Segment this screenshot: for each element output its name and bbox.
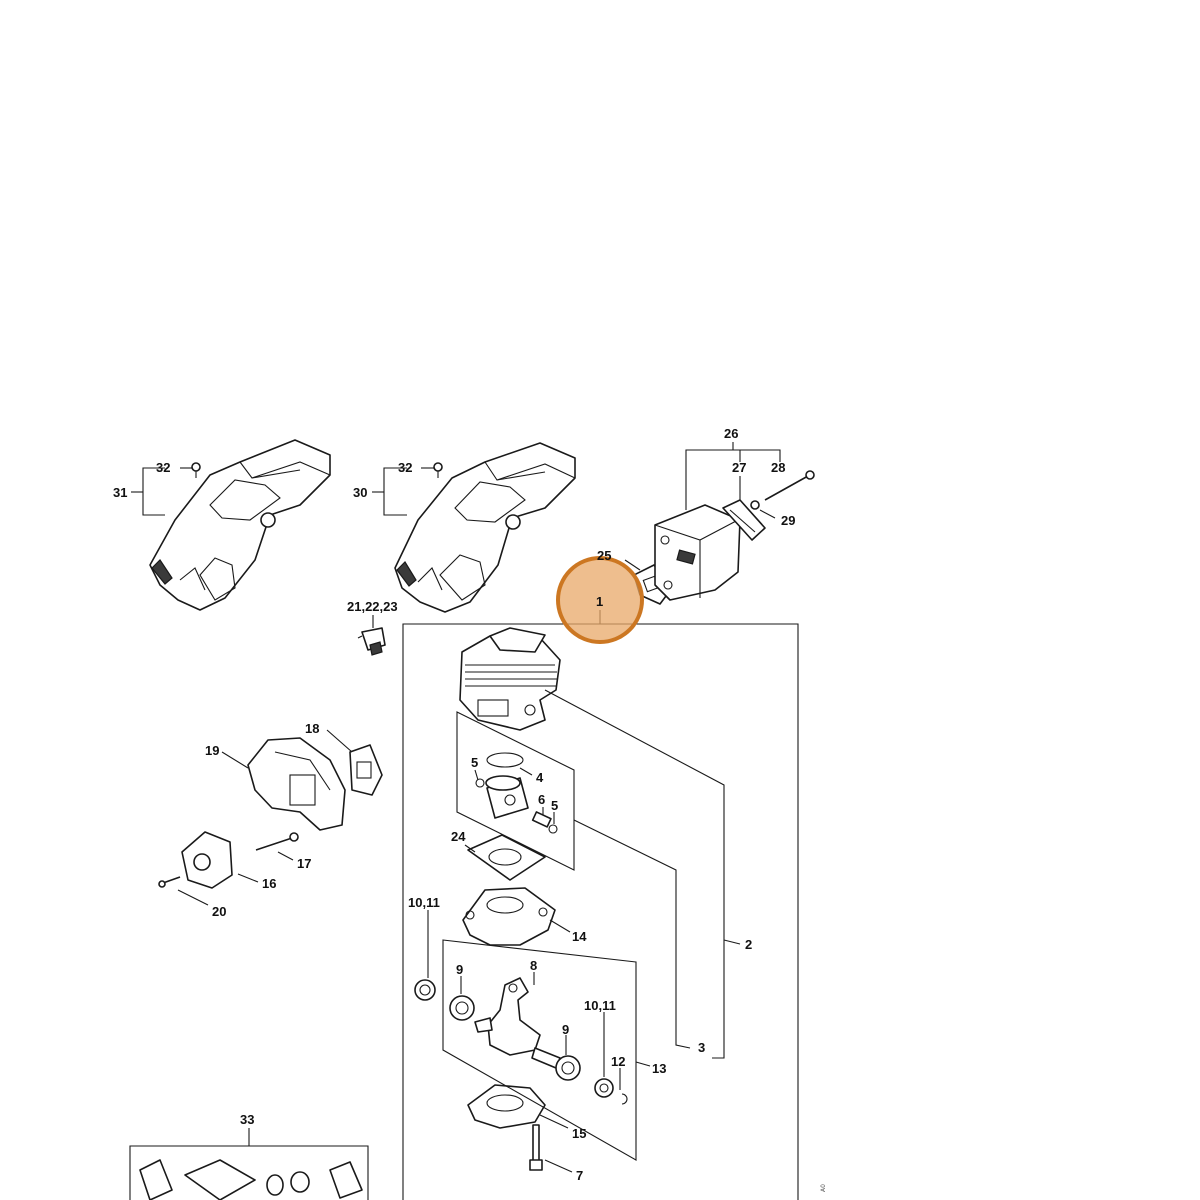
callout-9b[interactable]: 9 xyxy=(562,1022,569,1037)
highlight-marker[interactable] xyxy=(556,556,644,644)
callout-6[interactable]: 6 xyxy=(538,792,545,807)
circlip-part-5b[interactable] xyxy=(548,824,558,834)
bearing-part-9b[interactable] xyxy=(555,1055,581,1081)
callout-5a[interactable]: 5 xyxy=(471,755,478,770)
callout-33[interactable]: 33 xyxy=(240,1112,254,1127)
cylinder-part-2[interactable] xyxy=(459,627,561,731)
piston-ring-part-4[interactable] xyxy=(486,752,524,768)
callout-4[interactable]: 4 xyxy=(536,770,544,785)
shroud-part-30[interactable] xyxy=(394,442,576,613)
screw-part-20[interactable] xyxy=(158,876,181,888)
callout-24[interactable]: 24 xyxy=(451,829,466,844)
baffle-part-19[interactable] xyxy=(247,737,346,831)
callout-32a[interactable]: 32 xyxy=(156,460,170,475)
callout-28[interactable]: 28 xyxy=(771,460,785,475)
callout-29[interactable]: 29 xyxy=(781,513,795,528)
gasket-part-18[interactable] xyxy=(349,744,383,796)
washer-part-29[interactable] xyxy=(750,500,760,510)
callout-17[interactable]: 17 xyxy=(297,856,311,871)
oil-seal-part-10-11b[interactable] xyxy=(594,1078,614,1098)
crankcase-part-14[interactable] xyxy=(462,887,556,946)
bearing-part-9a[interactable] xyxy=(449,995,475,1021)
bolt-part-17[interactable] xyxy=(255,832,299,851)
crankshaft-part-8[interactable] xyxy=(474,977,561,1069)
oil-seal-part-10-11a[interactable] xyxy=(414,979,436,1001)
callout-32b[interactable]: 32 xyxy=(398,460,412,475)
screw-part-32a[interactable] xyxy=(191,462,201,478)
callout-27[interactable]: 27 xyxy=(732,460,746,475)
callout-12[interactable]: 12 xyxy=(611,1054,625,1069)
callout-5b[interactable]: 5 xyxy=(551,798,558,813)
screw-part-32b[interactable] xyxy=(433,462,443,478)
intake-flange-part-16[interactable] xyxy=(181,831,233,889)
callout-10-11a[interactable]: 10,11 xyxy=(408,895,440,910)
callout-15[interactable]: 15 xyxy=(572,1126,586,1141)
callout-1[interactable]: 1 xyxy=(596,594,603,609)
callout-13[interactable]: 13 xyxy=(652,1061,666,1076)
callout-18[interactable]: 18 xyxy=(305,721,319,736)
callout-10-11b[interactable]: 10,11 xyxy=(584,998,616,1013)
callout-9a[interactable]: 9 xyxy=(456,962,463,977)
callout-14[interactable]: 14 xyxy=(572,929,587,944)
callout-3[interactable]: 3 xyxy=(698,1040,705,1055)
callout-25[interactable]: 25 xyxy=(597,548,611,563)
muffler-part-26[interactable] xyxy=(654,504,741,601)
callout-31[interactable]: 31 xyxy=(113,485,127,500)
callout-30[interactable]: 30 xyxy=(353,485,367,500)
callout-21-22-23[interactable]: 21,22,23 xyxy=(347,599,398,614)
shroud-part-31[interactable] xyxy=(149,439,331,611)
gasket-part-24[interactable] xyxy=(467,834,546,881)
callout-26[interactable]: 26 xyxy=(724,426,738,441)
plate-part-27[interactable] xyxy=(722,499,766,541)
circlip-part-12[interactable] xyxy=(621,1093,628,1105)
piston-part-4[interactable] xyxy=(485,775,529,819)
callout-16[interactable]: 16 xyxy=(262,876,276,891)
callout-20[interactable]: 20 xyxy=(212,904,226,919)
piston-pin-part-6[interactable] xyxy=(531,811,552,828)
callout-19[interactable]: 19 xyxy=(205,743,219,758)
watermark-code: A0 xyxy=(820,1184,827,1192)
callout-2[interactable]: 2 xyxy=(745,937,752,952)
bolt-part-7[interactable] xyxy=(529,1124,543,1171)
gasket-kit-part-33[interactable] xyxy=(139,1159,363,1200)
callout-8[interactable]: 8 xyxy=(530,958,537,973)
crankcase-half-part-15[interactable] xyxy=(467,1084,546,1129)
callout-labels: 31 32 30 32 26 27 28 29 25 21,22,23 1 2 … xyxy=(113,426,795,1183)
circlip-part-5a[interactable] xyxy=(475,778,485,788)
bolt-part-28[interactable] xyxy=(764,470,815,501)
callout-7[interactable]: 7 xyxy=(576,1168,583,1183)
spark-plug-part-21-22-23[interactable] xyxy=(357,627,386,656)
